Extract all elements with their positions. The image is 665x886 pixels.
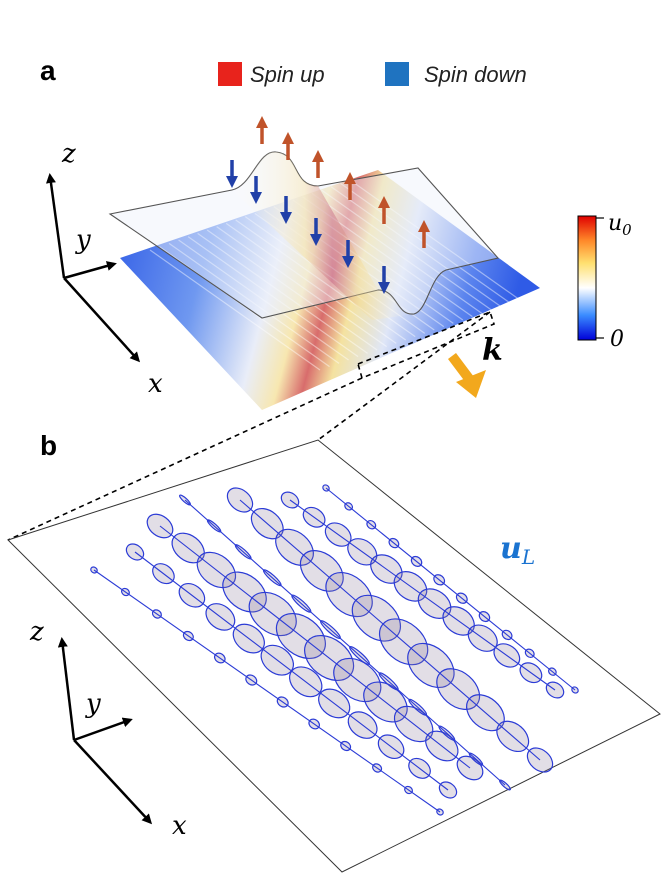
- axis-label-y-b: y: [85, 689, 101, 719]
- spin-up-arrow: [256, 116, 268, 144]
- wave-vector: k: [448, 333, 503, 398]
- spin-up-arrow: [344, 172, 356, 200]
- ellipse-row-axis: [93, 569, 441, 813]
- z-axis-a: [45, 173, 66, 279]
- spin-down-arrow: [250, 176, 262, 204]
- axes-triad-a: z y x: [45, 139, 163, 399]
- y-axis-a: [63, 261, 117, 280]
- spin-down-arrow: [310, 218, 322, 246]
- stripe-line: [178, 239, 349, 361]
- spin-arrows: [226, 116, 430, 294]
- stripe-line: [206, 229, 378, 351]
- ellipse-row-axis: [289, 499, 556, 691]
- stripe-line: [225, 222, 397, 344]
- ellipse-row-axis: [159, 525, 471, 769]
- spin-down-arrow: [280, 196, 292, 224]
- y-axis-b: [73, 717, 133, 742]
- axis-label-z-b: z: [29, 617, 44, 647]
- legend-label-spin-up: Spin up: [250, 62, 325, 87]
- ellipse-row: [322, 484, 579, 694]
- spin-up-arrow: [282, 132, 294, 160]
- ellipse-row: [179, 494, 511, 791]
- spin-down-arrow: [378, 266, 390, 294]
- stripe-line: [149, 249, 321, 371]
- ellipse-row-axis: [239, 499, 541, 761]
- stripe-line: [168, 242, 340, 364]
- stripe-line: [187, 236, 359, 358]
- spin-up-arrow: [418, 220, 430, 248]
- zoom-box: [7, 310, 495, 541]
- colorbar-max-label: u0: [608, 211, 632, 239]
- colorbar-min-label: 0: [610, 327, 624, 352]
- ellipse-row: [280, 491, 565, 699]
- wave-crest-ridge: [232, 151, 414, 320]
- colorbar: u0 0: [577, 211, 632, 352]
- colorbar-gradient: [577, 215, 597, 341]
- ellipse-row: [125, 543, 458, 799]
- spin-up-arrow: [378, 196, 390, 224]
- legend-label-spin-down: Spin down: [424, 62, 527, 87]
- ellipse-row: [90, 566, 444, 816]
- axis-label-z-a: z: [61, 139, 76, 169]
- z-axis-b: [57, 637, 76, 741]
- wave-amplitude-sheet: [120, 170, 540, 410]
- spin-down-arrow: [342, 240, 354, 268]
- zoom-rectangle: [357, 310, 495, 380]
- ellipse-row: [226, 487, 554, 773]
- displacement-ellipses: [90, 484, 579, 816]
- x-axis-a: [63, 277, 141, 363]
- stripe-line: [216, 226, 388, 348]
- stripe-line: [197, 232, 368, 354]
- panel-label-b: b: [40, 430, 57, 461]
- zoomed-plane-b: [7, 439, 661, 873]
- wave-vector-label: k: [482, 333, 503, 368]
- wave-vector-head: [456, 370, 486, 398]
- spin-up-arrow: [312, 150, 324, 178]
- legend-swatch-spin-up: [218, 62, 242, 86]
- spin-down-arrow: [226, 160, 238, 188]
- axis-label-x-b: x: [172, 811, 187, 841]
- ellipse-row-axis: [325, 487, 576, 691]
- stripe-line: [330, 186, 502, 308]
- stripe-line: [235, 219, 407, 341]
- legend: Spin up Spin down: [218, 62, 527, 87]
- stripe-line: [349, 179, 521, 301]
- field-label-uL: uL: [500, 531, 535, 569]
- axes-triad-b: z y x: [29, 617, 187, 841]
- ellipse-row-axis: [184, 499, 506, 786]
- ellipse-row-axis: [134, 551, 449, 791]
- axis-label-y-a: y: [75, 225, 91, 255]
- wave-vector-shaft: [448, 353, 474, 383]
- x-axis-b: [73, 739, 153, 825]
- panel-label-a: a: [40, 55, 56, 86]
- stripe-line: [311, 192, 483, 314]
- stripe-line: [321, 189, 492, 311]
- displacement-plane-a: [108, 151, 500, 320]
- axis-label-x-a: x: [148, 369, 163, 399]
- zoom-line-left: [7, 377, 363, 541]
- legend-swatch-spin-down: [385, 62, 409, 86]
